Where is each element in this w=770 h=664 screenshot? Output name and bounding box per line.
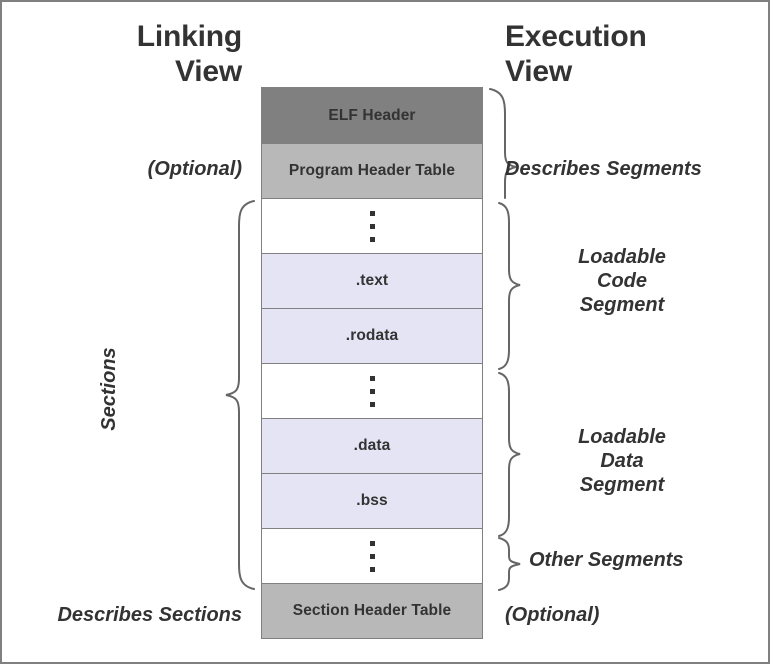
label-sections: Sections [98, 347, 120, 431]
vertical-ellipsis-icon [369, 364, 375, 418]
label-optional-program-header: (Optional) [147, 158, 242, 180]
elf-row-label: .data [353, 437, 391, 454]
elf-row-ellipsis-2 [261, 363, 483, 419]
elf-row-label: .text [355, 272, 389, 289]
label-describes-sections: Describes Sections [57, 604, 242, 626]
brace-other-segments [498, 537, 521, 591]
elf-row-ellipsis-1 [261, 198, 483, 254]
elf-row-elf-header: ELF Header [261, 87, 483, 144]
elf-row-label: Program Header Table [288, 162, 456, 179]
elf-row-label: .bss [356, 492, 388, 509]
linking-view-title: Linking View [136, 20, 242, 89]
execution-view-title: Execution View [505, 20, 647, 89]
elf-row-ellipsis-3 [261, 528, 483, 584]
label-loadable-code-segment: Loadable Code Segment [578, 246, 666, 316]
elf-row-bss-section: .bss [261, 473, 483, 529]
elf-row-program-header-table: Program Header Table [261, 143, 483, 199]
label-other-segments: Other Segments [529, 549, 684, 571]
elf-row-label: ELF Header [328, 106, 416, 124]
brace-describes-segments [489, 88, 517, 199]
label-describes-segments: Describes Segments [505, 158, 702, 180]
elf-row-label: Section Header Table [292, 602, 452, 619]
elf-row-text-section: .text [261, 253, 483, 309]
elf-row-data-section: .data [261, 418, 483, 474]
elf-row-section-header-table: Section Header Table [261, 583, 483, 639]
label-optional-section-header: (Optional) [505, 604, 600, 626]
vertical-ellipsis-icon [369, 529, 375, 583]
elf-row-rodata-section: .rodata [261, 308, 483, 364]
elf-file-layout-table: ELF Header Program Header Table .text .r… [261, 87, 483, 639]
brace-loadable-data-segment [498, 372, 521, 537]
label-loadable-data-segment: Loadable Data Segment [578, 426, 666, 496]
brace-loadable-code-segment [498, 202, 521, 370]
elf-row-label: .rodata [345, 327, 399, 344]
brace-sections [225, 200, 255, 590]
vertical-ellipsis-icon [369, 199, 375, 253]
